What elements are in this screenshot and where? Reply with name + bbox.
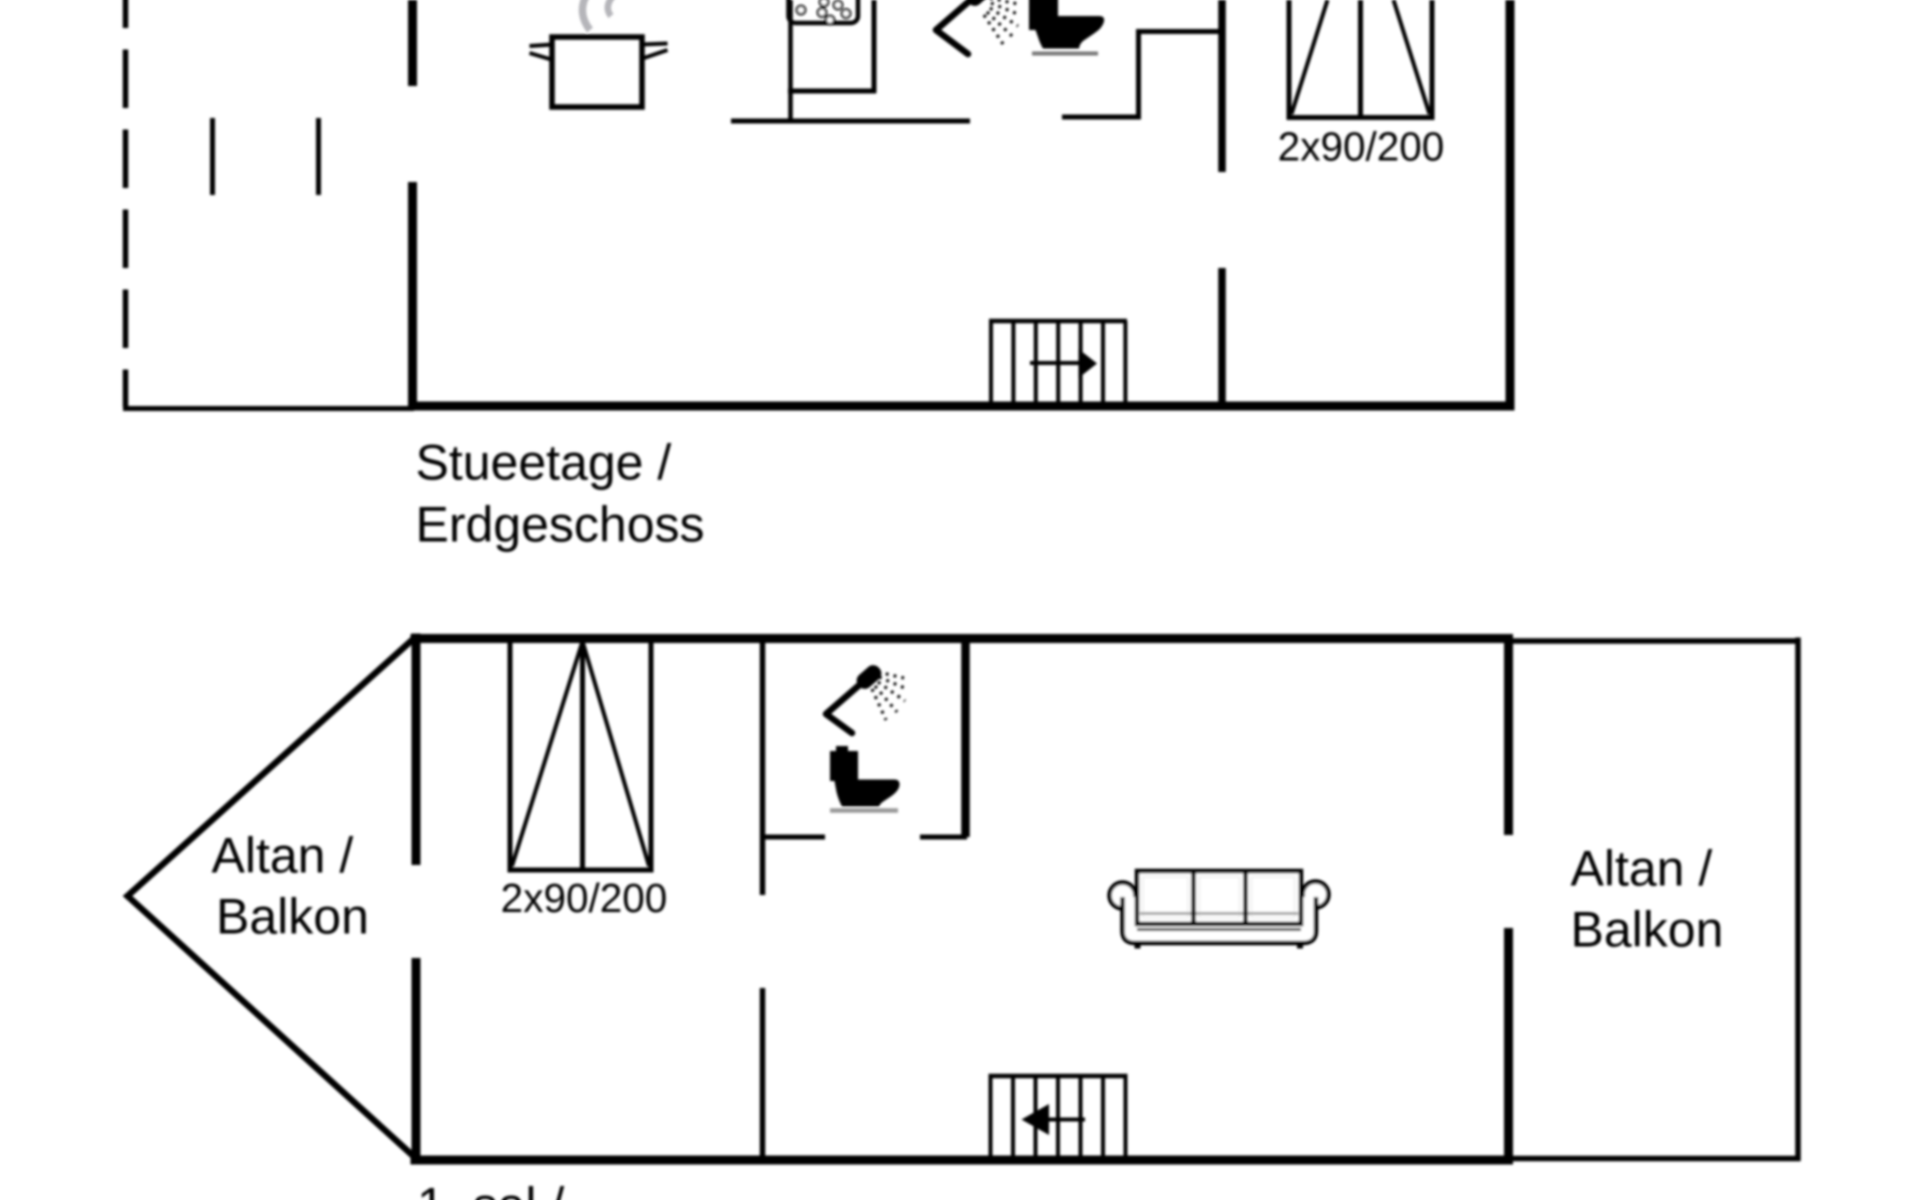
svg-text:Balkon: Balkon: [216, 889, 369, 945]
svg-text:2x90/200: 2x90/200: [501, 875, 668, 921]
svg-text:Erdgeschoss: Erdgeschoss: [416, 497, 705, 553]
svg-text:Balkon: Balkon: [1571, 902, 1724, 958]
svg-text:2x90/200: 2x90/200: [1278, 124, 1445, 170]
svg-text:1. sal /: 1. sal /: [417, 1178, 564, 1200]
svg-text:Altan /: Altan /: [212, 828, 354, 884]
svg-text:Stueetage /: Stueetage /: [416, 435, 672, 491]
svg-text:Altan /: Altan /: [1571, 841, 1713, 897]
